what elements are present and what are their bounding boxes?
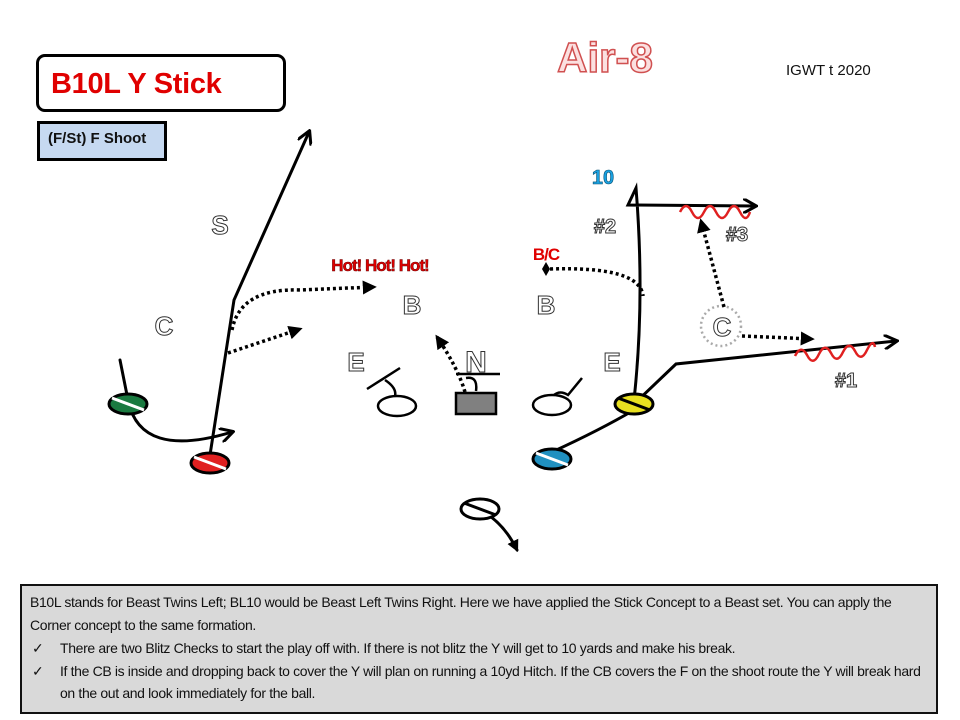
nose-label: N <box>465 346 487 379</box>
notes-intro: B10L stands for Beast Twins Left; BL10 w… <box>30 594 892 633</box>
receiver-y-icon <box>613 392 655 416</box>
squiggle-1 <box>793 341 877 362</box>
safety-label: S <box>211 210 228 240</box>
notes-bullet: ✓ If the CB is inside and dropping back t… <box>30 660 928 704</box>
hot-read-dotted-1 <box>230 280 377 331</box>
play-title-box: B10L Y Stick <box>36 54 286 112</box>
blitz-check-dotted <box>549 266 645 297</box>
blue-receiver-route <box>550 408 636 454</box>
checkmark-icon: ✓ <box>32 663 44 679</box>
backer-right-label: B <box>537 290 556 320</box>
play-subtitle-box: (F/St) F Shoot <box>37 121 167 161</box>
receiver-f-icon <box>189 451 231 475</box>
credit-text: IGWT t 2020 <box>786 62 871 79</box>
corner-zone-circle <box>699 304 743 348</box>
notes-box: B10L stands for Beast Twins Left; BL10 w… <box>20 584 938 714</box>
checkmark-icon: ✓ <box>32 640 44 656</box>
receiver-2-label: #2 <box>594 216 616 238</box>
receiver-x-icon <box>107 392 149 416</box>
end-left-label: E <box>347 347 364 377</box>
receiver-3-label: #3 <box>726 224 748 246</box>
nose-drop-dotted <box>435 334 467 393</box>
hot-read-dotted-2 <box>227 325 303 355</box>
guard-left <box>376 394 418 418</box>
end-right-label: E <box>603 347 620 377</box>
notes-bullet-text: There are two Blitz Checks to start the … <box>60 640 736 656</box>
corner-right-label: C <box>713 312 732 342</box>
squiggle-3 <box>678 204 752 220</box>
corner-left-label: C <box>155 311 174 341</box>
running-back-icon <box>459 497 501 521</box>
corner-drop-dotted <box>697 218 726 308</box>
f-shoot-route <box>208 132 309 457</box>
play-subtitle: (F/St) F Shoot <box>48 130 147 147</box>
receiver-blue-icon <box>531 447 573 471</box>
logo-air-8: Air-8 <box>557 34 653 81</box>
center <box>454 391 498 416</box>
nose-block-icon <box>456 372 500 392</box>
end-right-block-icon <box>553 377 583 397</box>
y-stick-route <box>625 182 755 402</box>
guard-right <box>531 393 573 417</box>
corner-flat-dotted <box>741 331 815 346</box>
notes-bullet: ✓ There are two Blitz Checks to start the… <box>30 637 928 660</box>
depth-label: 10 <box>592 167 614 189</box>
backer-left-label: B <box>403 290 422 320</box>
blitz-check-diamond-icon <box>542 262 550 276</box>
notes-bullet-text: If the CB is inside and dropping back to… <box>60 663 921 701</box>
blitz-check-label: B/C <box>533 245 560 264</box>
play-title: B10L Y Stick <box>51 68 222 100</box>
end-left-block-icon <box>366 366 401 397</box>
receiver-1-label: #1 <box>835 370 857 392</box>
notes-bullets: ✓ There are two Blitz Checks to start the… <box>30 637 928 704</box>
hot-call-label: Hot! Hot! Hot! <box>331 256 429 275</box>
